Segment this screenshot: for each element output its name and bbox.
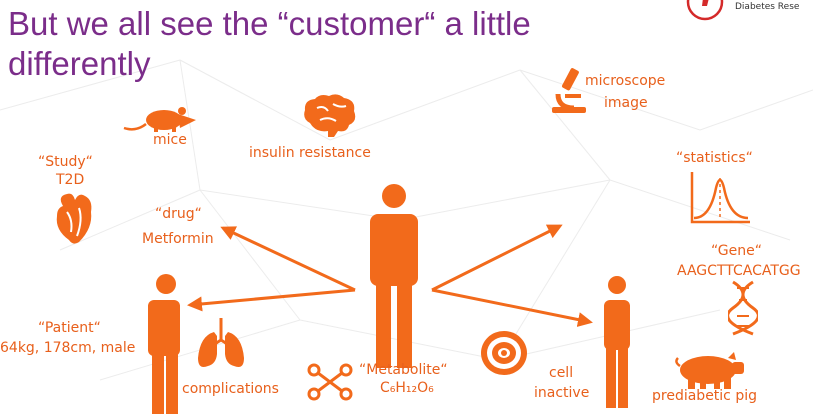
prediabetic-pig-label: prediabetic pig (652, 388, 757, 404)
study-label-line1: “Study“ (38, 154, 93, 170)
insulin-resistance-label: insulin resistance (249, 145, 371, 161)
pig-icon (675, 352, 744, 389)
slide-title: But we all see the “customer“ a little d… (8, 5, 531, 82)
lungs-icon (198, 318, 244, 367)
complications-label: complications (182, 381, 279, 397)
cell-icon (481, 331, 527, 375)
gene-label-line1: “Gene“ (711, 243, 762, 259)
arrow-icon (220, 226, 356, 292)
statistics-label: “statistics“ (676, 150, 753, 166)
microscope-label-line2: image (604, 95, 648, 111)
person-icon (604, 276, 630, 408)
drug-label-line2: Metformin (142, 231, 214, 247)
drug-label-line1: “drug“ (155, 206, 202, 222)
metabolite-label-line1: “Metabolite“ (359, 362, 448, 378)
heart-icon (56, 193, 92, 244)
cell-label-line1: cell (549, 365, 574, 381)
microscope-icon (552, 68, 586, 113)
arrow-icon (187, 288, 356, 312)
arrow-icon (431, 288, 593, 327)
dna-icon (728, 280, 758, 336)
patient-label-line1: “Patient“ (38, 320, 101, 336)
logo-text: Diabetes Rese (735, 2, 800, 12)
study-label-line2: T2D (56, 172, 85, 188)
logo-icon (686, 0, 724, 21)
person-icon (148, 274, 180, 414)
person-icon (370, 184, 418, 368)
cell-label-line2: inactive (534, 385, 590, 401)
metabolite-label-line2: C₆H₁₂O₆ (380, 380, 434, 396)
bell-curve-icon (690, 172, 750, 224)
mouse-icon (123, 107, 196, 132)
molecule-icon (307, 363, 353, 401)
microscope-label-line1: microscope (585, 73, 666, 89)
gene-label-line2: AAGCTTCACATGG (677, 263, 801, 279)
patient-label-line2: 64kg, 178cm, male (0, 340, 136, 356)
brain-icon (304, 94, 356, 137)
mice-label: mice (153, 132, 187, 148)
arrow-icon (431, 224, 563, 292)
